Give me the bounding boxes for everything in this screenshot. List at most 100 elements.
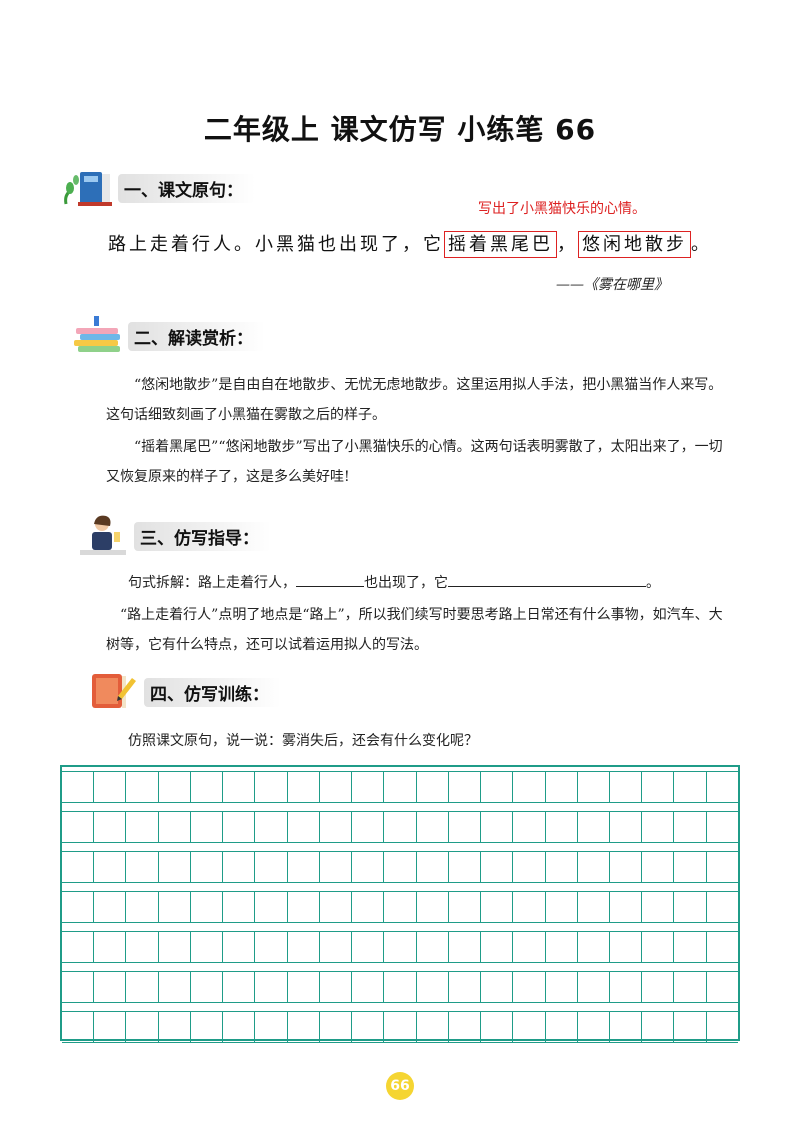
grid-cell[interactable]	[190, 771, 224, 803]
grid-cell[interactable]	[577, 811, 610, 843]
grid-cell[interactable]	[481, 971, 514, 1003]
grid-cell[interactable]	[384, 771, 417, 803]
grid-cell[interactable]	[352, 891, 385, 923]
grid-cell[interactable]	[642, 891, 675, 923]
grid-cell[interactable]	[223, 851, 256, 883]
grid-cell[interactable]	[287, 1011, 320, 1043]
grid-cell[interactable]	[545, 811, 578, 843]
grid-cell[interactable]	[352, 811, 385, 843]
grid-cell[interactable]	[126, 811, 159, 843]
grid-cell[interactable]	[384, 891, 417, 923]
grid-cell[interactable]	[545, 891, 578, 923]
grid-cell[interactable]	[674, 971, 707, 1003]
grid-cell[interactable]	[352, 771, 385, 803]
writing-grid[interactable]	[60, 765, 740, 1043]
grid-cell[interactable]	[319, 891, 353, 923]
grid-cell[interactable]	[62, 1011, 95, 1043]
grid-cell[interactable]	[545, 971, 578, 1003]
grid-cell[interactable]	[223, 771, 256, 803]
grid-cell[interactable]	[706, 931, 738, 963]
grid-cell[interactable]	[126, 931, 159, 963]
grid-cell[interactable]	[481, 891, 514, 923]
grid-cell[interactable]	[94, 811, 127, 843]
grid-cell[interactable]	[609, 971, 643, 1003]
grid-cell[interactable]	[448, 771, 482, 803]
grid-cell[interactable]	[513, 931, 546, 963]
grid-cell[interactable]	[481, 771, 514, 803]
grid-cell[interactable]	[448, 851, 482, 883]
grid-cell[interactable]	[158, 851, 191, 883]
grid-cell[interactable]	[609, 811, 643, 843]
grid-cell[interactable]	[513, 891, 546, 923]
grid-cell[interactable]	[577, 1011, 610, 1043]
grid-cell[interactable]	[126, 891, 159, 923]
grid-cell[interactable]	[481, 851, 514, 883]
grid-cell[interactable]	[642, 771, 675, 803]
grid-cell[interactable]	[384, 811, 417, 843]
grid-cell[interactable]	[255, 891, 288, 923]
grid-cell[interactable]	[94, 771, 127, 803]
grid-cell[interactable]	[384, 931, 417, 963]
grid-cell[interactable]	[706, 811, 738, 843]
grid-cell[interactable]	[448, 891, 482, 923]
grid-cell[interactable]	[384, 851, 417, 883]
grid-cell[interactable]	[223, 1011, 256, 1043]
grid-cell[interactable]	[319, 851, 353, 883]
grid-cell[interactable]	[577, 931, 610, 963]
grid-cell[interactable]	[255, 971, 288, 1003]
grid-cell[interactable]	[416, 1011, 449, 1043]
grid-cell[interactable]	[609, 851, 643, 883]
grid-cell[interactable]	[158, 971, 191, 1003]
grid-cell[interactable]	[287, 771, 320, 803]
grid-cell[interactable]	[481, 1011, 514, 1043]
grid-cell[interactable]	[448, 811, 482, 843]
grid-cell[interactable]	[448, 971, 482, 1003]
grid-cell[interactable]	[481, 811, 514, 843]
grid-cell[interactable]	[255, 771, 288, 803]
grid-cell[interactable]	[416, 971, 449, 1003]
grid-cell[interactable]	[674, 891, 707, 923]
grid-cell[interactable]	[609, 891, 643, 923]
grid-cell[interactable]	[223, 891, 256, 923]
grid-cell[interactable]	[352, 851, 385, 883]
grid-cell[interactable]	[255, 931, 288, 963]
grid-cell[interactable]	[223, 931, 256, 963]
grid-cell[interactable]	[319, 811, 353, 843]
grid-cell[interactable]	[577, 851, 610, 883]
grid-cell[interactable]	[609, 1011, 643, 1043]
grid-cell[interactable]	[674, 931, 707, 963]
grid-cell[interactable]	[706, 891, 738, 923]
grid-cell[interactable]	[513, 971, 546, 1003]
grid-cell[interactable]	[674, 1011, 707, 1043]
grid-cell[interactable]	[513, 771, 546, 803]
grid-cell[interactable]	[190, 1011, 224, 1043]
grid-cell[interactable]	[287, 891, 320, 923]
grid-cell[interactable]	[352, 931, 385, 963]
grid-cell[interactable]	[577, 891, 610, 923]
grid-cell[interactable]	[513, 1011, 546, 1043]
grid-cell[interactable]	[190, 891, 224, 923]
grid-cell[interactable]	[416, 891, 449, 923]
grid-cell[interactable]	[158, 931, 191, 963]
grid-cell[interactable]	[384, 1011, 417, 1043]
grid-cell[interactable]	[126, 771, 159, 803]
grid-cell[interactable]	[62, 771, 95, 803]
grid-cell[interactable]	[642, 931, 675, 963]
grid-cell[interactable]	[416, 931, 449, 963]
grid-cell[interactable]	[706, 971, 738, 1003]
grid-cell[interactable]	[287, 811, 320, 843]
grid-cell[interactable]	[674, 771, 707, 803]
grid-cell[interactable]	[609, 931, 643, 963]
grid-cell[interactable]	[62, 851, 95, 883]
grid-cell[interactable]	[94, 931, 127, 963]
grid-cell[interactable]	[126, 971, 159, 1003]
grid-cell[interactable]	[158, 891, 191, 923]
grid-cell[interactable]	[158, 811, 191, 843]
grid-cell[interactable]	[319, 1011, 353, 1043]
grid-cell[interactable]	[287, 851, 320, 883]
grid-cell[interactable]	[190, 971, 224, 1003]
grid-cell[interactable]	[287, 931, 320, 963]
grid-cell[interactable]	[223, 811, 256, 843]
grid-cell[interactable]	[577, 971, 610, 1003]
grid-cell[interactable]	[62, 931, 95, 963]
